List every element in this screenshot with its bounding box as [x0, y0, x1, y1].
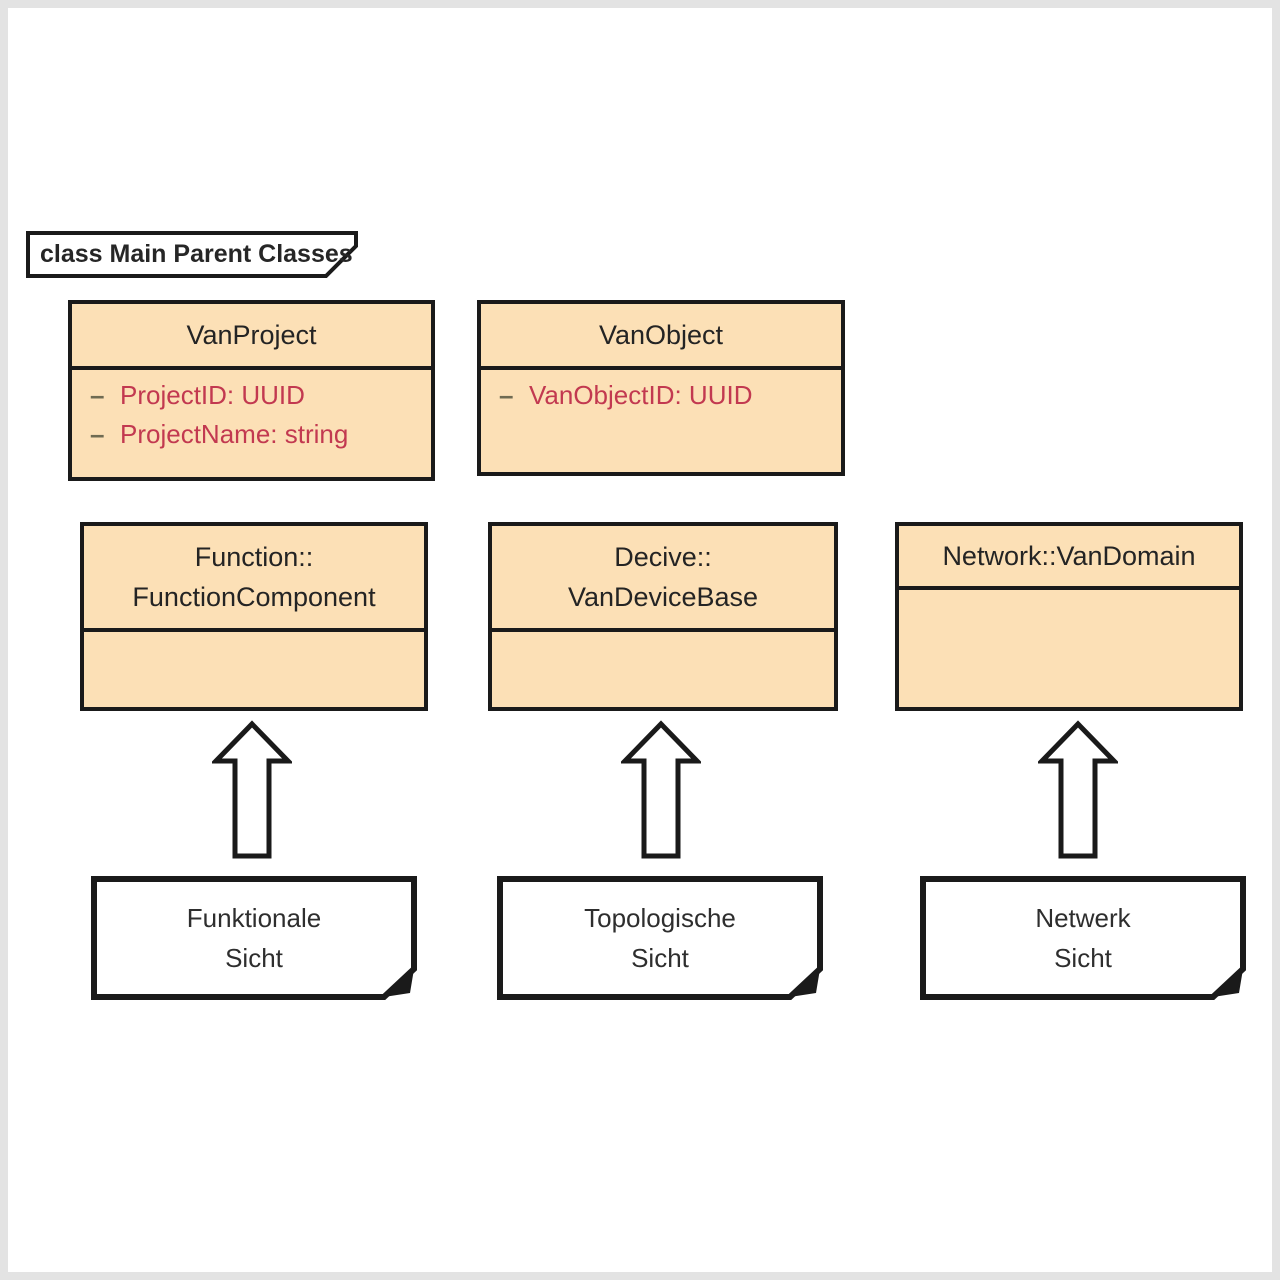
class-title-line: VanObject: [598, 320, 724, 350]
note-shape: [91, 876, 417, 1000]
class-domain-title: Network::VanDomain: [899, 526, 1239, 590]
frame-label-pentagon-shape: [26, 231, 358, 278]
visibility-dash: –: [90, 380, 105, 410]
note-topologische-sicht: Topologische Sicht: [496, 875, 824, 1001]
attribute-text: VanObjectID: UUID: [529, 380, 753, 410]
note-shape: [920, 876, 1246, 1000]
attribute-text: ProjectID: UUID: [120, 380, 305, 410]
class-vanobject: VanObject – VanObjectID: UUID: [477, 300, 845, 476]
attribute-text: ProjectName: string: [120, 419, 349, 449]
attribute-row: – ProjectName: string: [90, 419, 431, 458]
frame-label-text: class Main Parent Classes: [40, 239, 353, 268]
class-title-line: Decive::: [614, 542, 712, 572]
class-function-attributes: [84, 632, 424, 642]
class-title-line: FunctionComponent: [132, 582, 376, 612]
note-netwerk-sicht: Netwerk Sicht: [919, 875, 1247, 1001]
attribute-row: – ProjectID: UUID: [90, 380, 431, 419]
class-title-line: Function::: [194, 542, 314, 572]
up-arrow-icon: [212, 720, 292, 859]
class-title-line: Network::VanDomain: [942, 541, 1196, 571]
class-vanproject-attributes: – ProjectID: UUID – ProjectName: string: [72, 370, 431, 458]
class-device-attributes: [492, 632, 834, 642]
note-line: Sicht: [631, 943, 689, 973]
class-title-line: VanProject: [186, 320, 317, 350]
note-line: Funktionale: [186, 903, 322, 933]
visibility-dash: –: [499, 380, 514, 410]
note-line: Topologische: [584, 903, 736, 933]
diagram-frame-label: class Main Parent Classes: [26, 231, 362, 281]
attribute-row: – VanObjectID: UUID: [499, 380, 841, 419]
class-device-title: Decive:: VanDeviceBase: [492, 526, 834, 632]
note-text: Topologische Sicht: [496, 875, 824, 1001]
up-arrow-icon: [621, 720, 701, 859]
class-vanobject-title: VanObject: [481, 304, 841, 370]
note-line: Sicht: [225, 943, 283, 973]
class-title-line: VanDeviceBase: [567, 582, 759, 612]
class-function-title: Function:: FunctionComponent: [84, 526, 424, 632]
up-arrow-icon: [1038, 720, 1118, 859]
visibility-dash: –: [90, 419, 105, 449]
class-vanobject-attributes: – VanObjectID: UUID: [481, 370, 841, 419]
class-domain-attributes: [899, 590, 1239, 600]
note-line: Sicht: [1054, 943, 1112, 973]
class-vanproject-title: VanProject: [72, 304, 431, 370]
note-text: Funktionale Sicht: [90, 875, 418, 1001]
note-line: Netwerk: [1035, 903, 1131, 933]
class-vanproject: VanProject – ProjectID: UUID – ProjectNa…: [68, 300, 435, 481]
class-function-functioncomponent: Function:: FunctionComponent: [80, 522, 428, 711]
class-decive-vandevicebase: Decive:: VanDeviceBase: [488, 522, 838, 711]
note-text: Netwerk Sicht: [919, 875, 1247, 1001]
note-funktionale-sicht: Funktionale Sicht: [90, 875, 418, 1001]
class-network-vandomain: Network::VanDomain: [895, 522, 1243, 711]
note-shape: [497, 876, 823, 1000]
